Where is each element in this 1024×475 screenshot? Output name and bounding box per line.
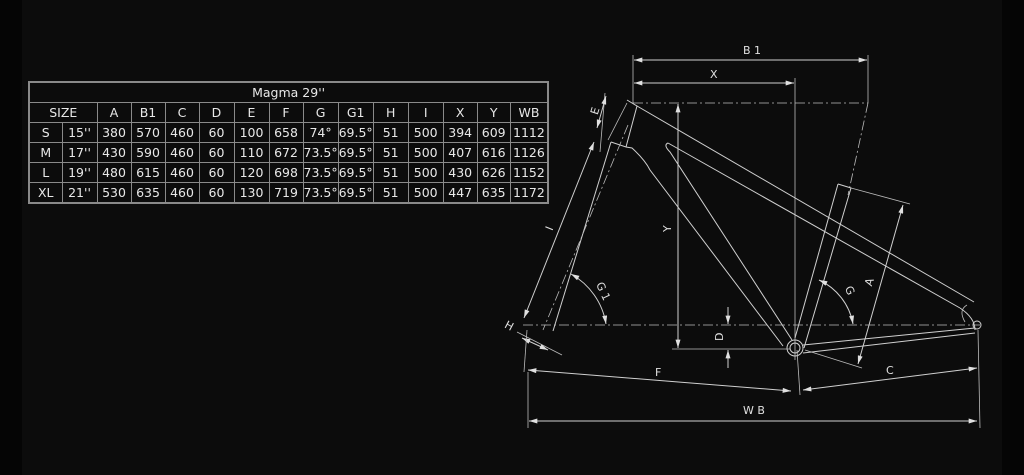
top-tube-lower [667,142,961,309]
rear-axle-vertical [977,329,981,429]
table-cell: 698 [268,162,304,183]
h-guide [516,331,563,356]
table-cell: 460 [164,122,200,143]
background-edge-right [1002,0,1024,475]
seat-tube-right [803,183,852,349]
table-cell: 719 [268,182,304,204]
table-cell: 500 [407,142,444,163]
table-cell: 69.5° [337,162,374,183]
front-axle-vertical [523,329,528,373]
label-e: E [588,106,603,117]
down-tube-inner [665,142,793,341]
table-cell: 110 [233,142,270,163]
label-g: G [842,284,857,297]
label-b1: B 1 [743,44,761,57]
label-d: D [713,333,726,341]
table-cell: 626 [476,162,511,183]
table-cell: 19'' [61,162,98,183]
steering-axis [542,124,629,331]
g-angle-arc [818,279,854,325]
header-wb: WB [509,102,549,123]
table-cell: 447 [442,182,478,204]
table-cell: 500 [407,182,444,204]
table-cell: 130 [233,182,270,204]
label-f: F [655,366,661,379]
label-x: X [710,68,718,81]
a-guide [850,187,911,205]
dropout-hook [961,304,968,323]
e-dimension [596,95,607,129]
table-cell: 460 [164,162,200,183]
fork-left [552,141,612,332]
table-cell: 1112 [509,122,549,143]
table-cell: 530 [96,182,132,204]
label-h: H [502,318,515,333]
top-tube [636,105,975,303]
table-cell: 635 [476,182,511,204]
table-cell: XL [28,182,63,204]
table-cell: 73.5° [302,142,339,163]
bottom-bracket [786,339,804,357]
table-cell: 69.5° [337,142,374,163]
table-cell: 60 [198,162,235,183]
head-tube-inner [607,102,628,141]
bb-vertical-bottom [796,349,801,396]
a-dimension [857,204,904,365]
table-cell: 73.5° [302,182,339,204]
table-cell: 635 [130,182,166,204]
table-cell: 51 [372,182,409,204]
table-cell: 460 [164,182,200,204]
bottom-bracket-inner [789,342,801,354]
f-dimension [527,368,792,393]
table-cell: 21'' [61,182,98,204]
table-cell: 500 [407,162,444,183]
label-c: C [886,364,894,377]
table-cell: 69.5° [337,182,374,204]
table-cell: 480 [96,162,132,183]
label-a: A [862,276,877,288]
seat-tube-left [794,183,839,339]
head-tube [610,99,638,148]
label-i: I [543,224,556,232]
label-g1: G 1 [593,280,613,303]
background-edge-left [0,0,22,475]
chainstay-top [802,327,976,346]
seat-angle-guide [847,102,869,196]
a-guide-bottom [804,349,863,369]
label-y: Y [661,225,674,233]
i-dimension [523,141,595,319]
c-dimension [802,366,978,392]
chainstay-bottom [802,332,976,354]
table-cell: 615 [130,162,166,183]
label-wb: W B [743,404,765,417]
table-cell: 394 [442,122,478,143]
down-tube [625,146,784,347]
table-cell: 73.5° [302,162,339,183]
g1-angle-arc [570,273,608,325]
